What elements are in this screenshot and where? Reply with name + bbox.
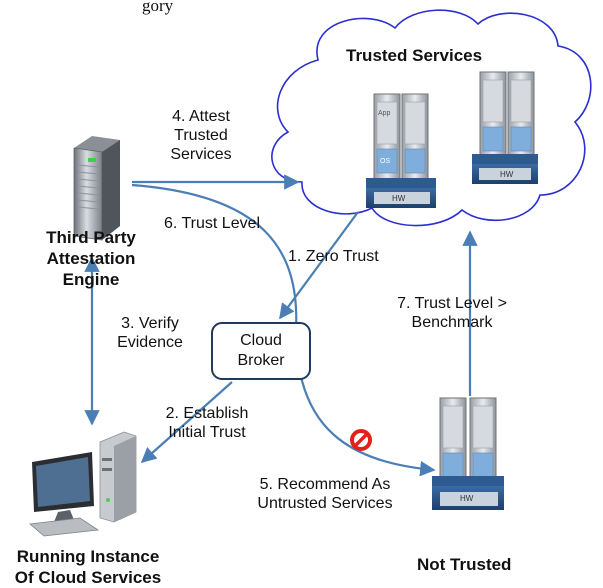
step-6-label: 6. Trust Level [164,215,261,232]
trusted-server-group-left [366,93,436,208]
step-7-line1: 7. Trust Level > [397,295,507,312]
step-5-label: 5. Recommend As Untrusted Services [222,475,428,513]
step-5-line2: Untrusted Services [257,495,393,512]
step-3-label: 3. Verify Evidence [104,314,196,352]
server-chip-hw-label-untrusted: HW [460,494,474,503]
step-1-label: 1. Zero Trust [288,248,379,265]
server-chip-hw-label: HW [392,194,406,203]
not-trusted-server-group [432,397,504,510]
arrow-zero-trust [279,211,359,320]
attestation-server-icon [73,136,120,241]
cloud-broker-label: Cloud Broker [213,331,309,371]
running-instance-title: Running Instance Of Cloud Services [0,546,176,588]
attestation-engine-line2: Attestation [46,249,136,268]
step-4-line1: 4. Attest [172,108,230,125]
step-3-line2: Evidence [117,334,183,351]
attestation-engine-line1: Third Party [46,228,136,247]
step-4-line2: Trusted [174,127,228,144]
step-4-label: 4. Attest Trusted Services [148,107,254,164]
trusted-server-group-right [472,71,538,184]
attestation-engine-line3: Engine [62,270,120,289]
cloud-broker-line1: Cloud [240,332,282,349]
step-2-label: 2. Establish Initial Trust [142,404,272,442]
step-4-line3: Services [170,146,232,163]
top-caption: gory [142,0,174,15]
step-3-line1: 3. Verify [121,315,179,332]
not-trusted-title: Not Trusted [417,555,512,574]
trusted-services-title: Trusted Services [346,46,483,65]
arrow-establish-initial-trust [140,381,233,464]
running-instance-line1: Running Instance [16,547,160,566]
cloud-broker-box: Cloud Broker [211,322,311,380]
server-chip-app-label: App [378,110,391,117]
step-2-line2: Initial Trust [168,424,246,441]
desktop-computer-icon [29,431,137,537]
server-chip-hw-label-right: HW [500,170,514,179]
step-7-line2: Benchmark [411,314,493,331]
step-7-label: 7. Trust Level > Benchmark [380,294,524,332]
step-5-line1: 5. Recommend As [259,476,391,493]
step-2-line1: 2. Establish [165,405,249,422]
cloud-broker-line2: Broker [237,352,285,369]
running-instance-line2: Of Cloud Services [14,568,162,587]
server-chip-os-label: OS [380,158,391,165]
attestation-engine-title: Third Party Attestation Engine [20,227,162,290]
forbidden-icon [350,429,372,451]
